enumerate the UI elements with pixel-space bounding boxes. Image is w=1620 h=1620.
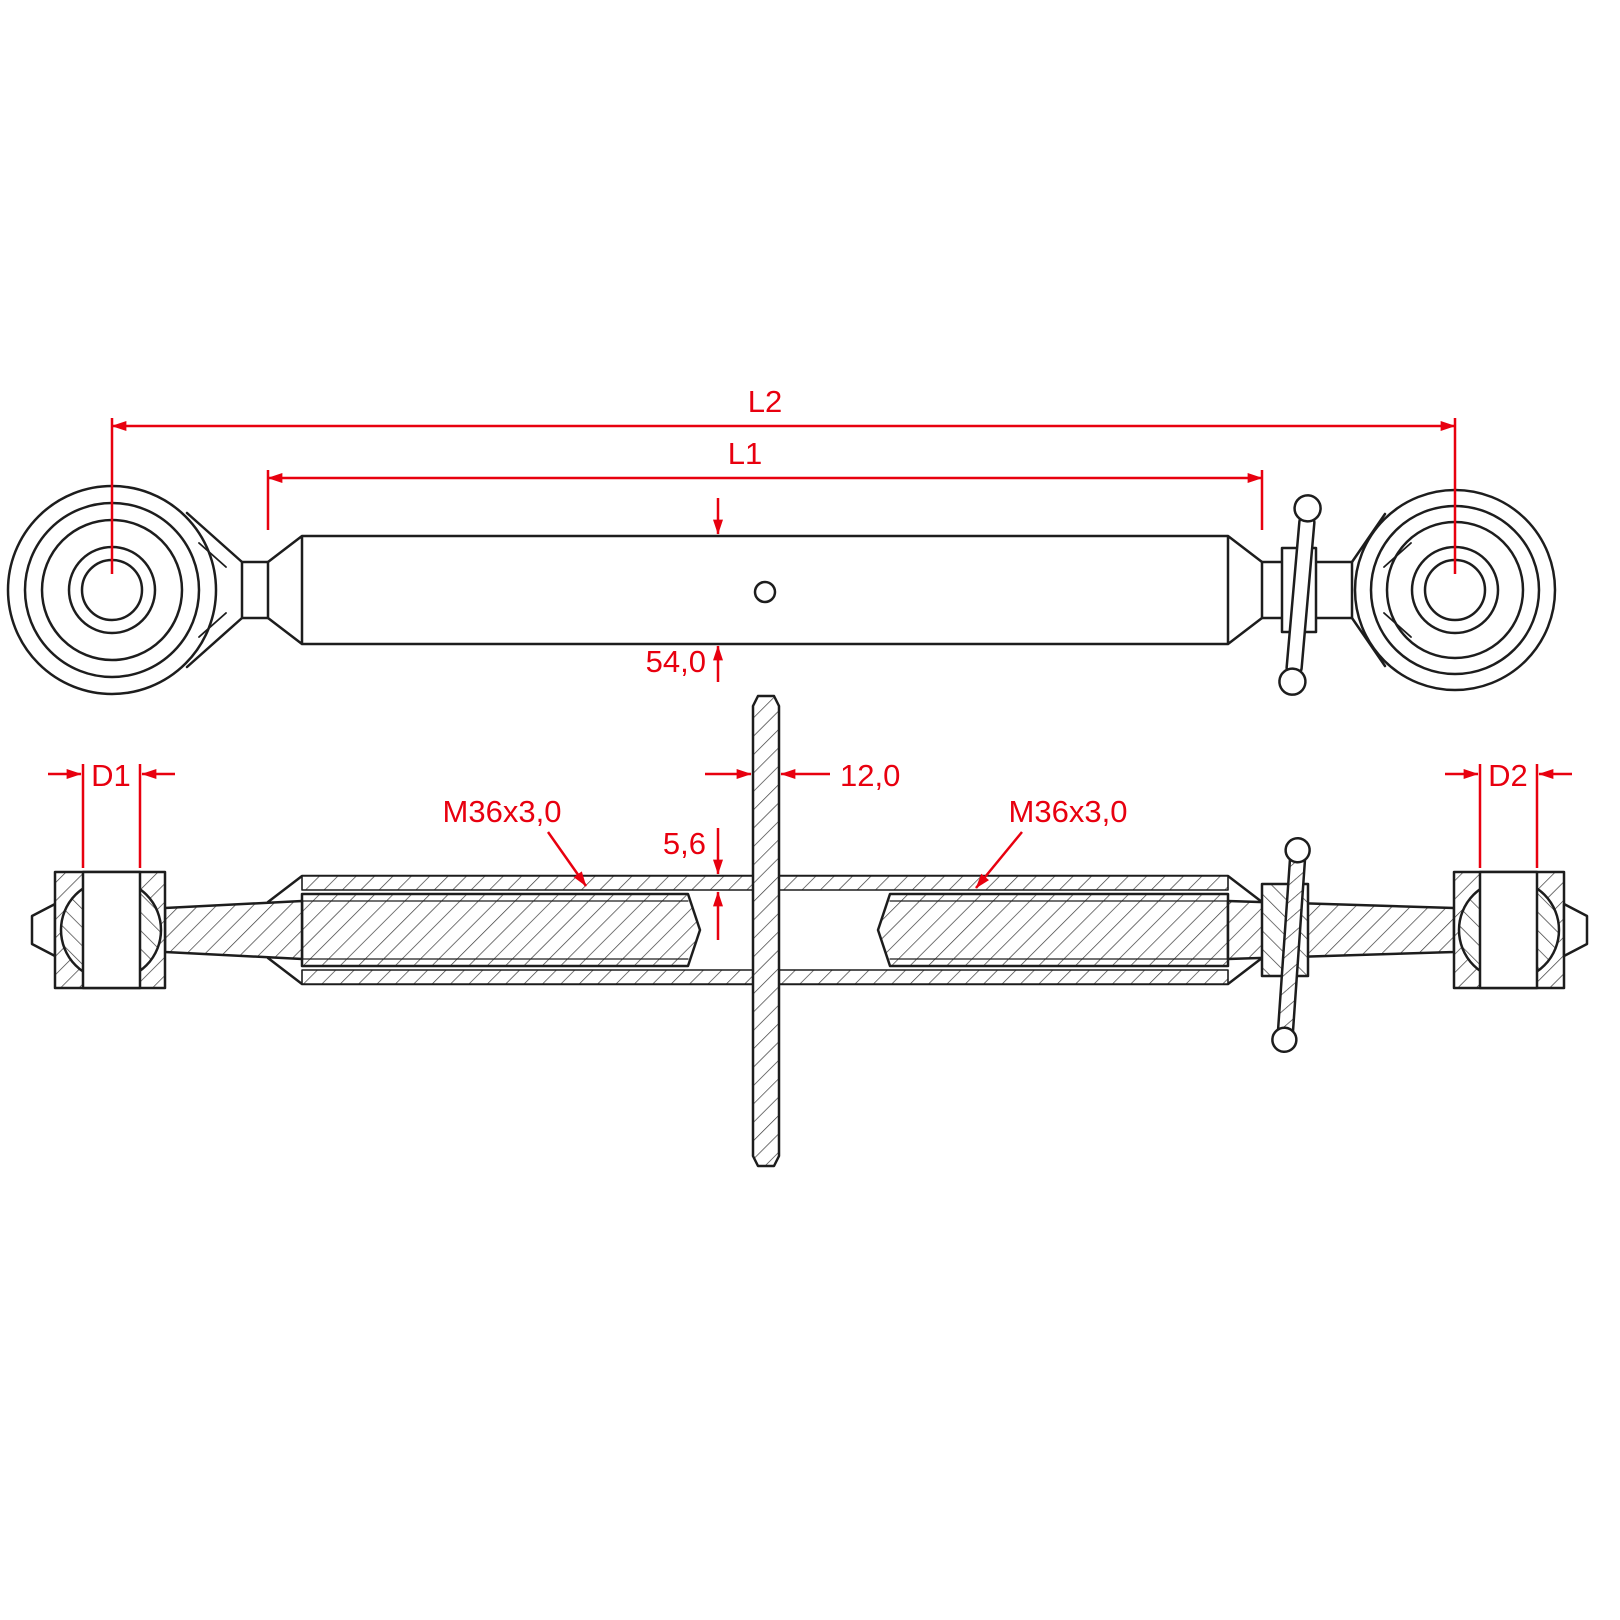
left-yoke xyxy=(185,511,244,669)
right-tip xyxy=(1562,902,1589,958)
left-ball-eye xyxy=(6,484,270,696)
m36-left-leader xyxy=(546,831,588,887)
left-thread xyxy=(300,892,702,968)
left-ball-joint-section xyxy=(30,870,167,990)
right-thread-root-lines xyxy=(889,900,1229,960)
top-view xyxy=(6,484,1557,696)
label-l2: L2 xyxy=(748,384,782,419)
left-shank xyxy=(240,560,270,620)
left-yoke-detail xyxy=(198,542,227,638)
d2-extension-lines xyxy=(1478,764,1539,868)
l2-extension-lines xyxy=(110,418,1457,574)
label-l1: L1 xyxy=(728,436,762,471)
section-view xyxy=(30,694,1589,1168)
right-threaded-stud-section xyxy=(876,892,1456,968)
right-thread xyxy=(876,892,1230,968)
handle-knob-top xyxy=(1293,494,1322,523)
d1-extension-lines xyxy=(81,764,142,868)
left-threaded-stud-section xyxy=(163,892,702,968)
left-thread-root-lines xyxy=(301,900,689,960)
handle-knob-bottom xyxy=(1278,667,1307,696)
right-yoke xyxy=(1350,512,1387,668)
right-ball-eye xyxy=(1350,488,1557,692)
label-d1: D1 xyxy=(91,758,131,793)
right-ball-joint-section xyxy=(1452,870,1589,990)
lock-pin-section xyxy=(1271,836,1311,1054)
grease-hole xyxy=(753,580,777,604)
label-tube-diameter: 54,0 xyxy=(646,644,706,679)
m36-right-leader xyxy=(975,831,1023,889)
center-handle-bar-section xyxy=(751,694,781,1168)
lock-handle-top-view xyxy=(1278,494,1322,696)
label-wall-thickness: 5,6 xyxy=(663,826,706,861)
dimension-lines xyxy=(48,418,1572,940)
label-handle-width: 12,0 xyxy=(840,758,900,793)
label-thread-left: M36x3,0 xyxy=(443,794,562,829)
turnbuckle-tube xyxy=(266,534,1264,646)
pin-knob-bottom xyxy=(1271,1026,1298,1054)
left-stud-shaft xyxy=(163,899,304,961)
right-bore xyxy=(1478,870,1539,990)
left-bore xyxy=(81,870,142,990)
label-d2: D2 xyxy=(1488,758,1528,793)
dimension-labels: L2 L1 54,0 D1 D2 12,0 5,6 M36x3,0 M36x3,… xyxy=(91,384,1528,861)
pin-knob-top xyxy=(1284,836,1311,864)
left-tip xyxy=(30,902,57,958)
label-thread-right: M36x3,0 xyxy=(1009,794,1128,829)
